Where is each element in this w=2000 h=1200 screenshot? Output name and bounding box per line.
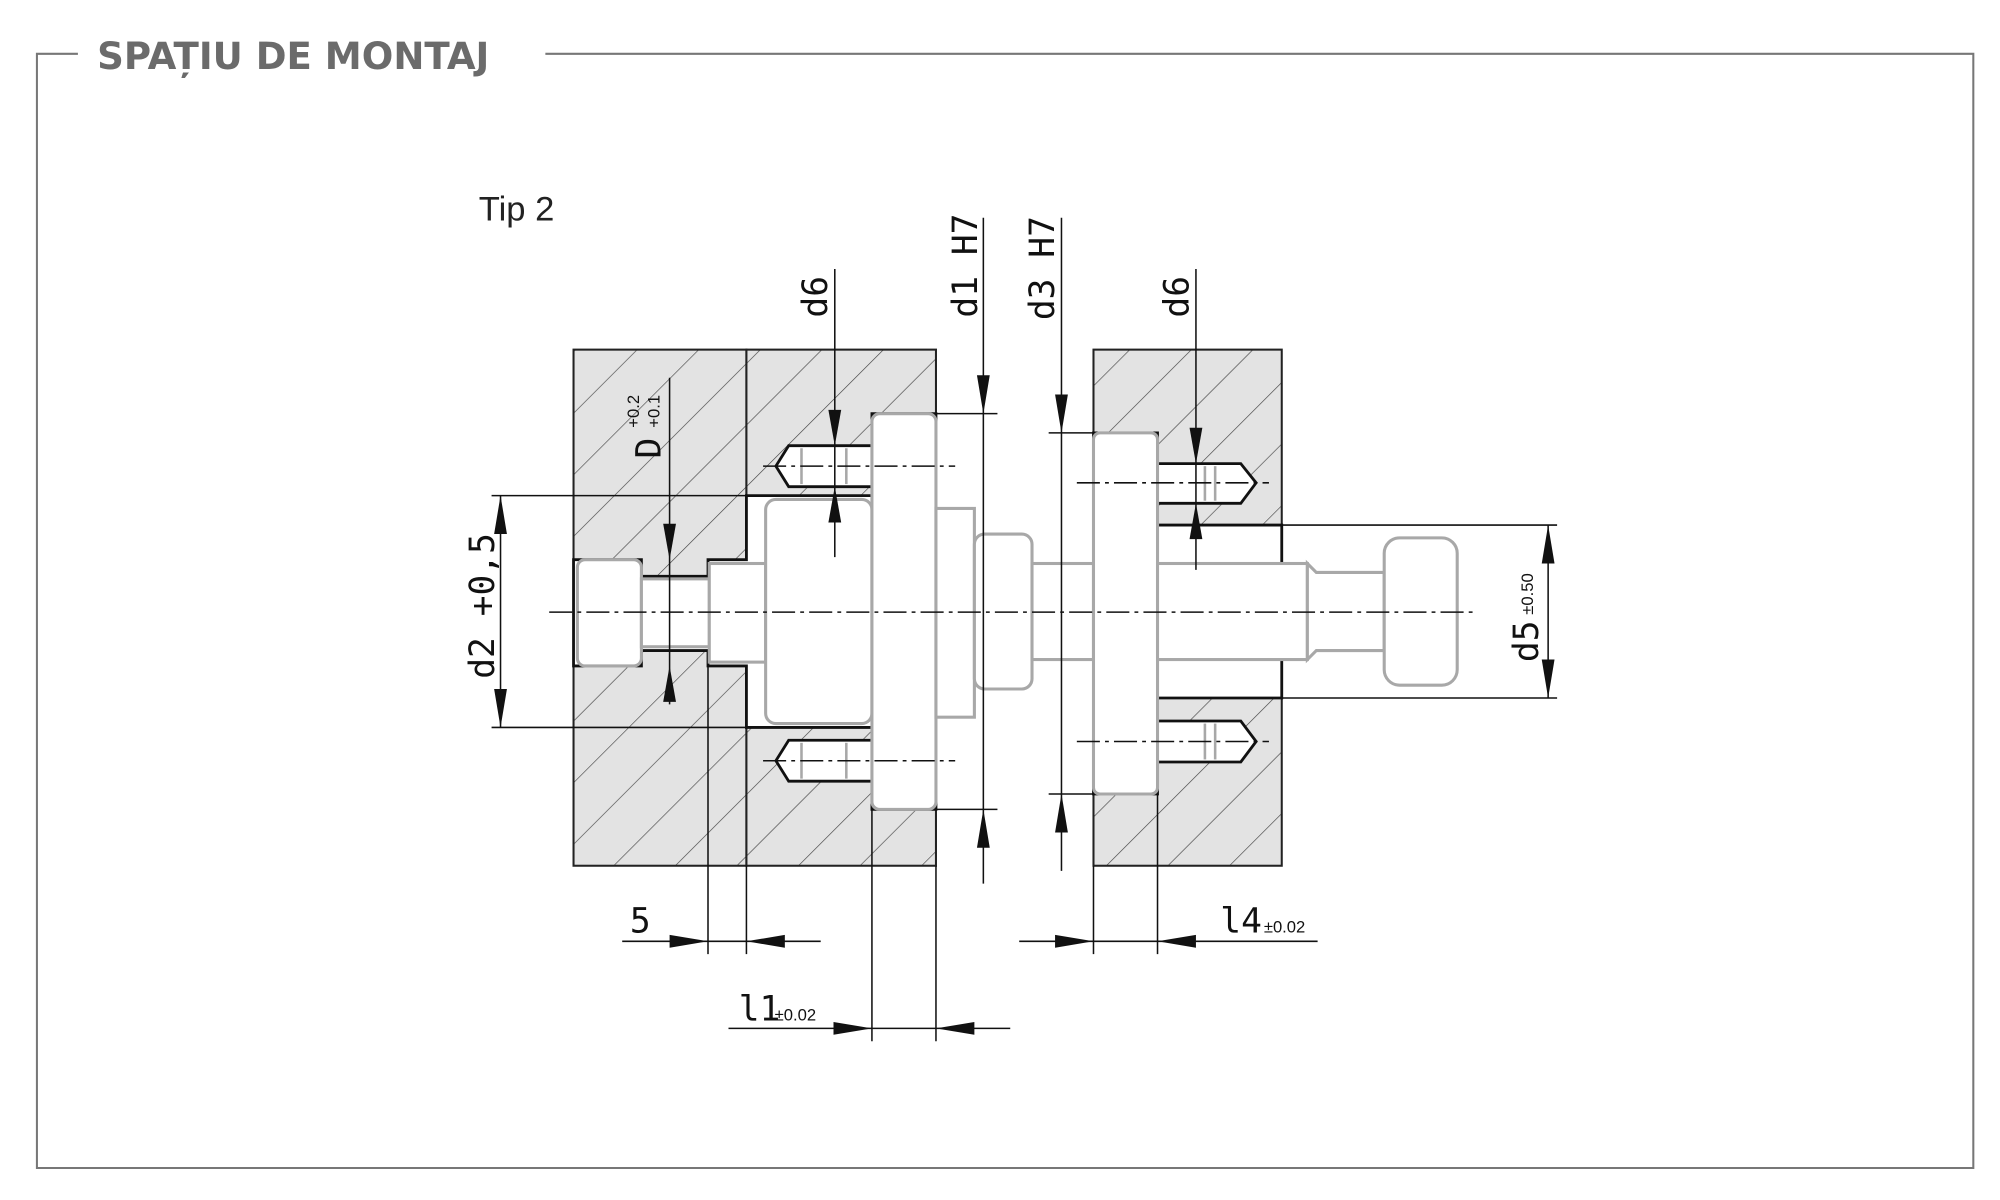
center-lines bbox=[549, 465, 1478, 762]
D-tol-lower: +0.1 bbox=[644, 395, 663, 428]
d2-label: d2 +0,5 bbox=[463, 533, 503, 679]
d3-label: d3 H7 bbox=[1023, 216, 1063, 320]
d5-label: d5 bbox=[1507, 620, 1547, 662]
variant-label: Tip 2 bbox=[479, 190, 555, 228]
dimension-lines bbox=[491, 217, 1558, 1042]
l4-tol: ±0.02 bbox=[1264, 917, 1305, 936]
l1-tol: ±0.02 bbox=[775, 1006, 816, 1025]
section-title: SPAȚIU DE MONTAJ bbox=[97, 35, 489, 78]
D-tol-upper: +0.2 bbox=[624, 395, 643, 428]
d6-left-label: d6 bbox=[796, 276, 836, 318]
l1-label: l1 bbox=[739, 990, 781, 1030]
five-label: 5 bbox=[630, 901, 651, 941]
dimension-labels: d6 d1 H7 d3 H7 d6 D +0.2 +0.1 d2 +0,5 d5… bbox=[463, 214, 1547, 1030]
locating-part bbox=[575, 412, 1459, 811]
d1-label: d1 H7 bbox=[946, 214, 986, 318]
d5-tol: ±0.50 bbox=[1518, 573, 1537, 614]
l4-label: l4 bbox=[1220, 901, 1262, 941]
d6-right-label: d6 bbox=[1157, 276, 1197, 318]
frame bbox=[35, 52, 1975, 1170]
D-label: D bbox=[630, 438, 670, 459]
